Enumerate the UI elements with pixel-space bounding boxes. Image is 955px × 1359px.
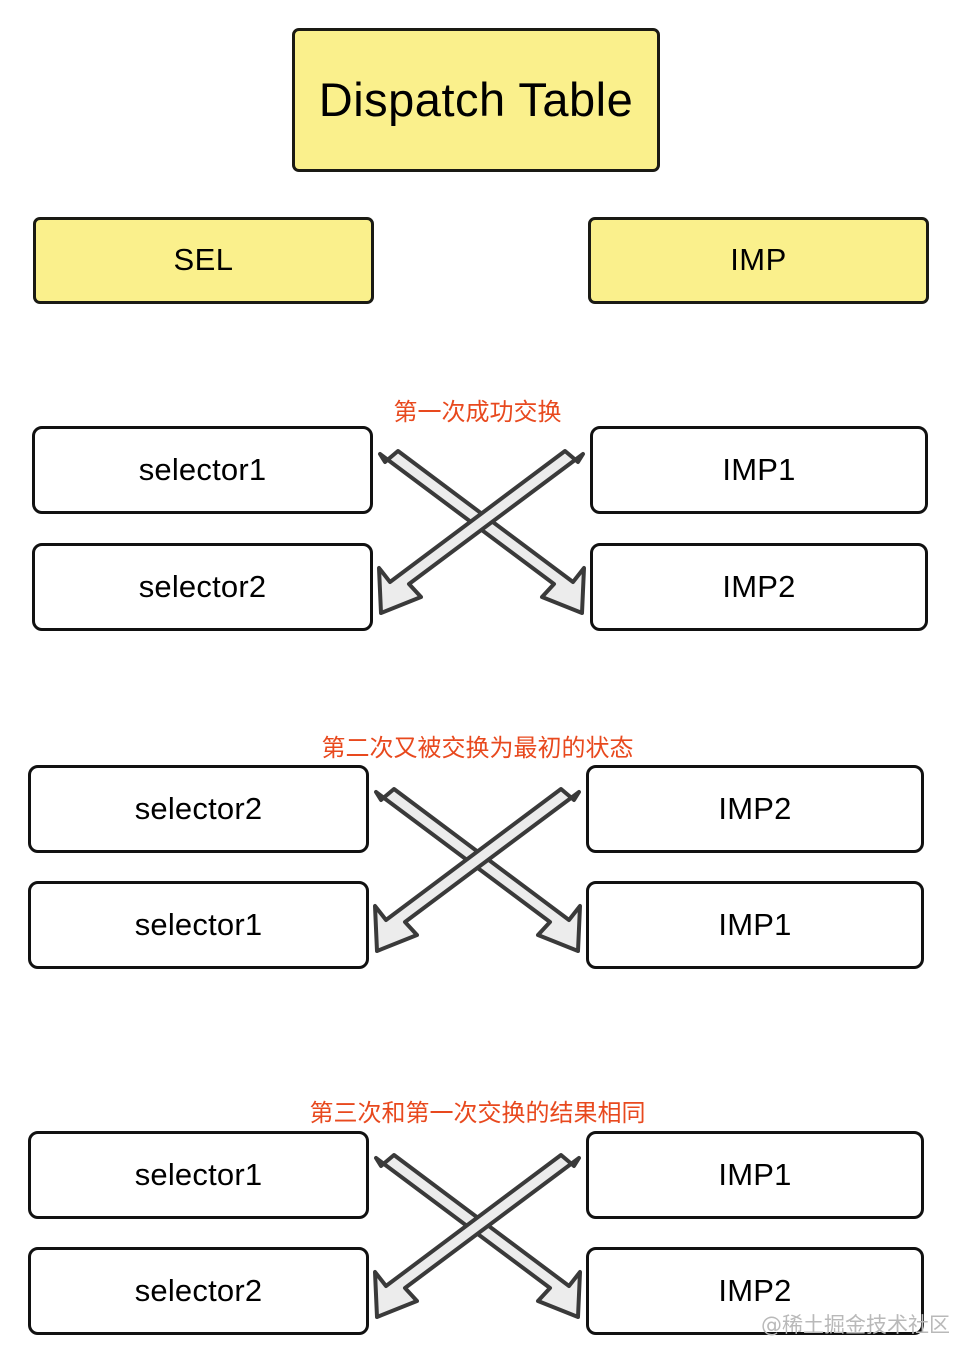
group-2-right-row-2: IMP1 [586,881,924,969]
group-1-right-row-1: IMP1 [590,426,928,514]
group-3-left-row-2: selector2 [28,1247,369,1335]
group-1-right-row-2: IMP2 [590,543,928,631]
group-3-right-row-1: IMP1 [586,1131,924,1219]
group-2-left-row-2: selector1 [28,881,369,969]
group-3-right-row-2: IMP2 [586,1247,924,1335]
group-caption-2: 第二次又被交换为最初的状态 [321,734,634,762]
swap-arrows-icon-group-2 [373,787,582,953]
group-2-left-row-1: selector2 [28,765,369,853]
group-caption-1: 第一次成功交换 [393,398,562,426]
swap-arrows-icon-group-3 [373,1153,582,1319]
group-3-left-row-1: selector1 [28,1131,369,1219]
swap-arrows-icon-group-1 [377,449,586,615]
group-1-left-row-1: selector1 [32,426,373,514]
page-title: Dispatch Table [292,28,660,172]
column-header-imp: IMP [588,217,929,304]
watermark-label: @稀土掘金技术社区 [761,1313,950,1337]
column-header-sel: SEL [33,217,374,304]
group-2-right-row-1: IMP2 [586,765,924,853]
group-1-left-row-2: selector2 [32,543,373,631]
group-caption-3: 第三次和第一次交换的结果相同 [309,1099,646,1127]
